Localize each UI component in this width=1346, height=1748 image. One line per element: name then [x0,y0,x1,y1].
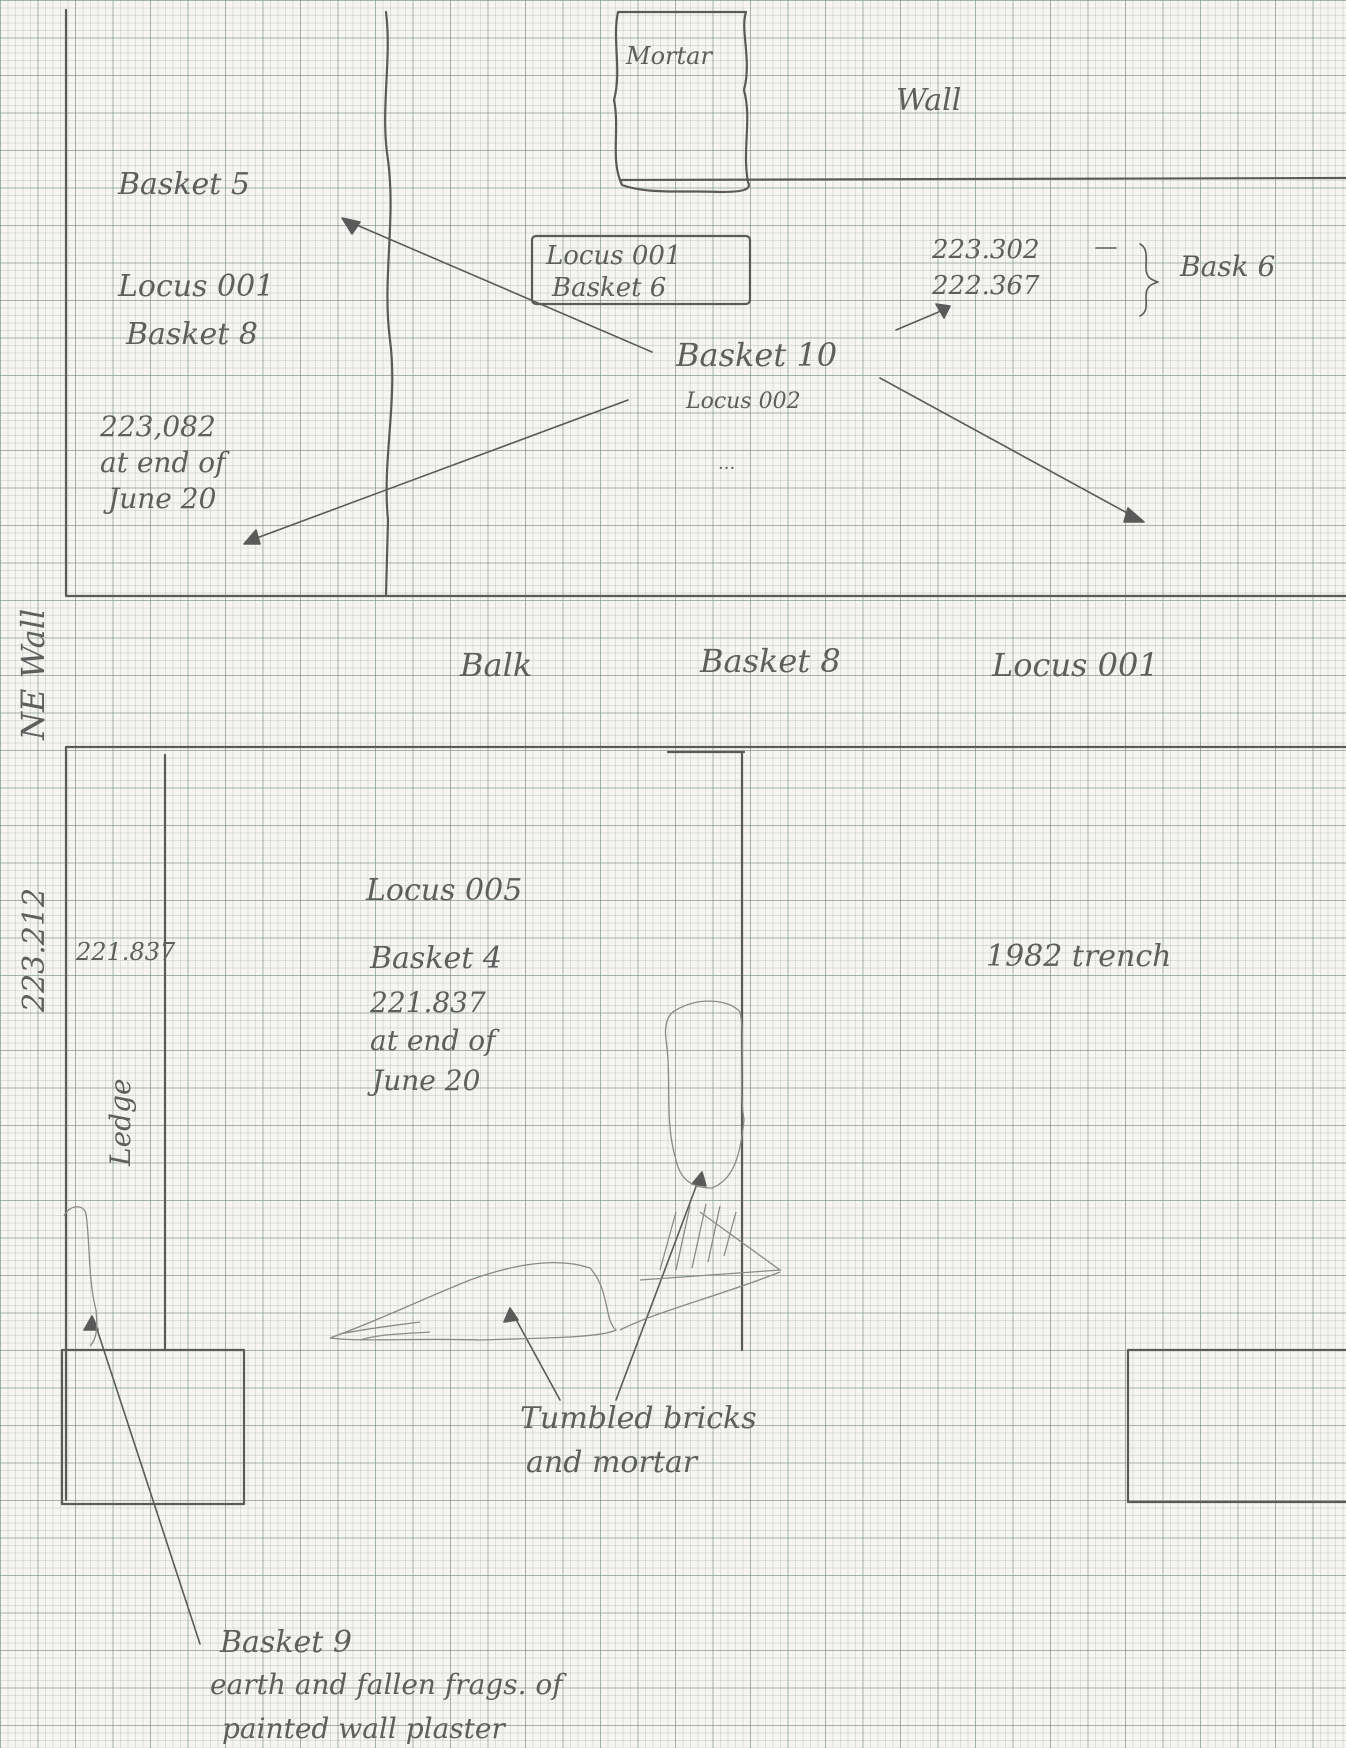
arrow-basket-9-head [83,1315,99,1331]
brick-blob [664,1000,745,1189]
locus-001-label: Locus 001 [117,269,274,304]
ledge-label: Ledge [104,1078,137,1167]
dot-mark: ··· [718,458,735,479]
ne-wall-label: NE Wall [14,609,52,741]
elev-left-3: June 20 [103,482,216,515]
arrow-to-right-head [1123,507,1145,523]
basket-10-label: Basket 10 [675,336,837,374]
arrow-to-right-line [879,377,1141,521]
elev-left-2: at end of [100,446,230,479]
side-elevation: 223.212 [17,888,52,1013]
basket-4-end: at end of [370,1024,500,1057]
wall-label: Wall [896,83,961,118]
rubble-mound-detail [339,1321,431,1341]
wall-line [618,176,1346,182]
arrow-tumbled-2 [615,1175,701,1401]
locus-002-label: Locus 002 [685,389,801,414]
box-basket-label: Basket 6 [551,273,666,303]
arrow-tumbled-1-head [503,1307,519,1323]
balk-locus-label: Locus 001 [991,646,1159,684]
arrow-to-basket-5-line [344,219,653,353]
arrow-to-basket-5-head [341,217,361,235]
trench-label: 1982 trench [986,939,1171,974]
basket-9-desc-2: painted wall plaster [222,1712,506,1745]
elev-left-1: 223,082 [99,410,216,443]
wavy-wall-line [384,10,394,597]
arrow-to-left-head [243,529,261,545]
mortar-label: Mortar [625,42,713,70]
tumbled-label-1: Tumbled bricks [520,1401,757,1436]
basket-9-label: Basket 9 [219,1625,352,1660]
lower-right-box [1126,1348,1346,1504]
arrow-to-elev-head [935,303,951,319]
arrow-basket-9-line [93,1319,201,1645]
basket-9-desc-1: earth and fallen frags. of [210,1668,567,1701]
tumbled-label-2: and mortar [526,1445,699,1480]
locus-005-label: Locus 005 [365,873,522,908]
bask-6-label: Bask 6 [1179,250,1275,283]
rubble-mound [329,1262,618,1341]
arrow-tumbled-1 [511,1311,561,1401]
balk-basket-label: Basket 8 [699,642,841,680]
arrow-to-left-line [245,399,629,543]
lower-left-box [60,1348,246,1506]
basket-4-label: Basket 4 [369,941,502,976]
ledge-rubble [63,1206,98,1347]
elevation-2: 222.367 [931,271,1040,301]
mortar-block-outline [612,10,750,194]
basket-6-box [530,234,752,306]
basket-4-date: June 20 [367,1064,480,1097]
basket-8-label: Basket 8 [125,317,258,352]
elevation-221: 221.837 [75,938,176,966]
arrow-to-elev-line [895,307,949,331]
elevation-bracket [1139,243,1159,317]
elevation-1: 223.302 [931,235,1040,265]
balk-label: Balk [459,646,532,684]
box-locus-label: Locus 001 [545,241,681,271]
arrow-tumbled-2-head [691,1171,707,1187]
tumbled-bricks-hatch [619,1203,782,1331]
basket-5-label: Basket 5 [117,167,250,202]
basket-4-elev: 221.837 [369,986,486,1019]
